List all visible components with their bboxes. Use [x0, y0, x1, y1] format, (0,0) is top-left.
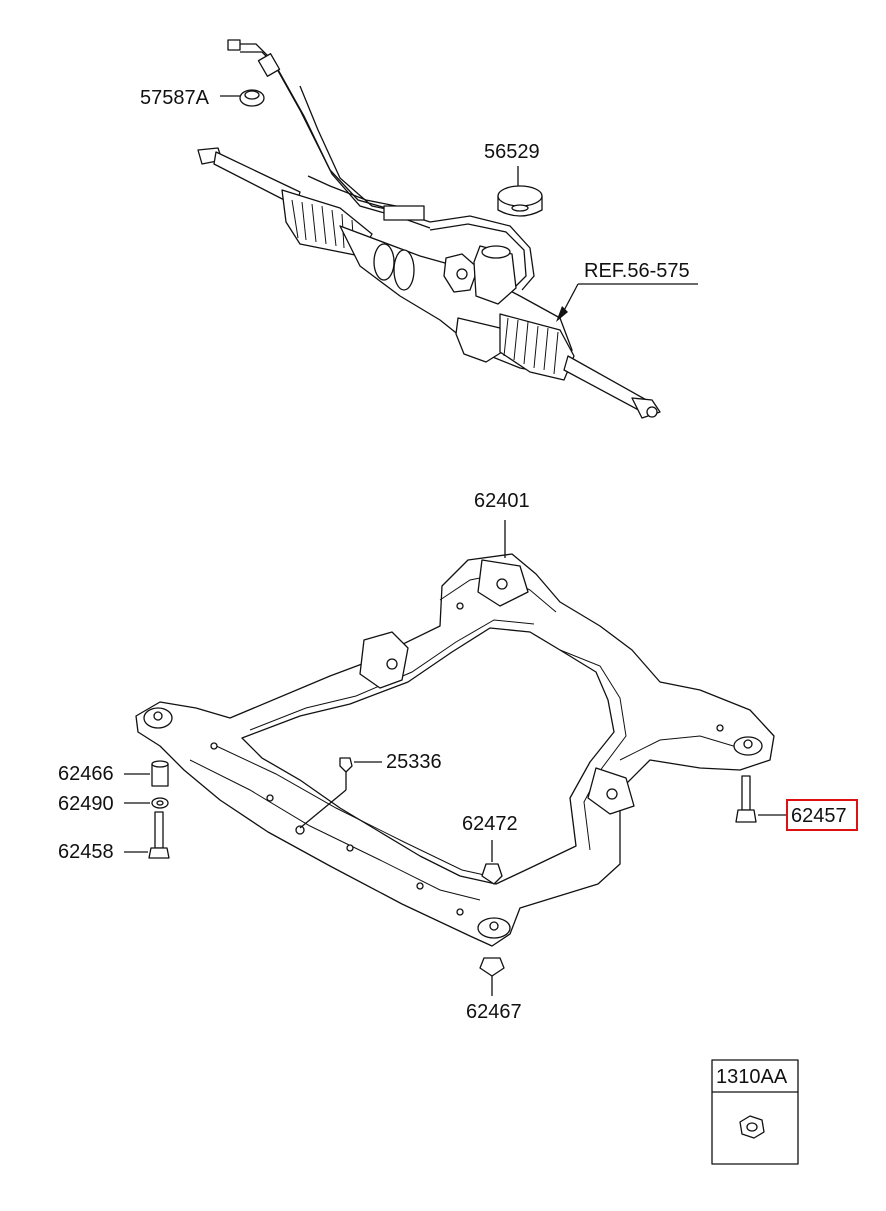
label-62490: 62490: [58, 793, 114, 815]
label-62458: 62458: [58, 841, 114, 863]
crossmember-62401: [135, 520, 775, 947]
legend-box-1310AA: [711, 1059, 799, 1165]
label-1310AA: 1310AA: [716, 1066, 788, 1088]
part-56529-cap: [497, 166, 543, 217]
ref-pointer: [556, 283, 698, 322]
part-25336-bolt: [299, 757, 382, 829]
part-62472-nut: [481, 840, 503, 885]
part-57587A-clamp: [220, 89, 265, 107]
label-25336: 25336: [386, 751, 442, 773]
steering-gear-assembly: [197, 39, 698, 419]
part-62466-bushing: [124, 760, 169, 787]
label-62467: 62467: [466, 1001, 522, 1023]
rack-housing: [197, 147, 661, 419]
label-62401: 62401: [474, 490, 530, 512]
label-57587A: 57587A: [140, 87, 210, 109]
highlight-box: [786, 799, 858, 831]
pressure-line: [227, 39, 535, 291]
label-62466: 62466: [58, 763, 114, 785]
part-62457-bolt: [735, 775, 786, 823]
label-56529: 56529: [484, 141, 540, 163]
part-62458-bolt: [124, 811, 170, 859]
part-62490-washer: [124, 797, 169, 809]
label-62457: 62457: [791, 805, 847, 827]
label-ref: REF.56-575: [584, 260, 690, 282]
label-62472: 62472: [462, 813, 518, 835]
part-62467-nut: [479, 957, 505, 996]
